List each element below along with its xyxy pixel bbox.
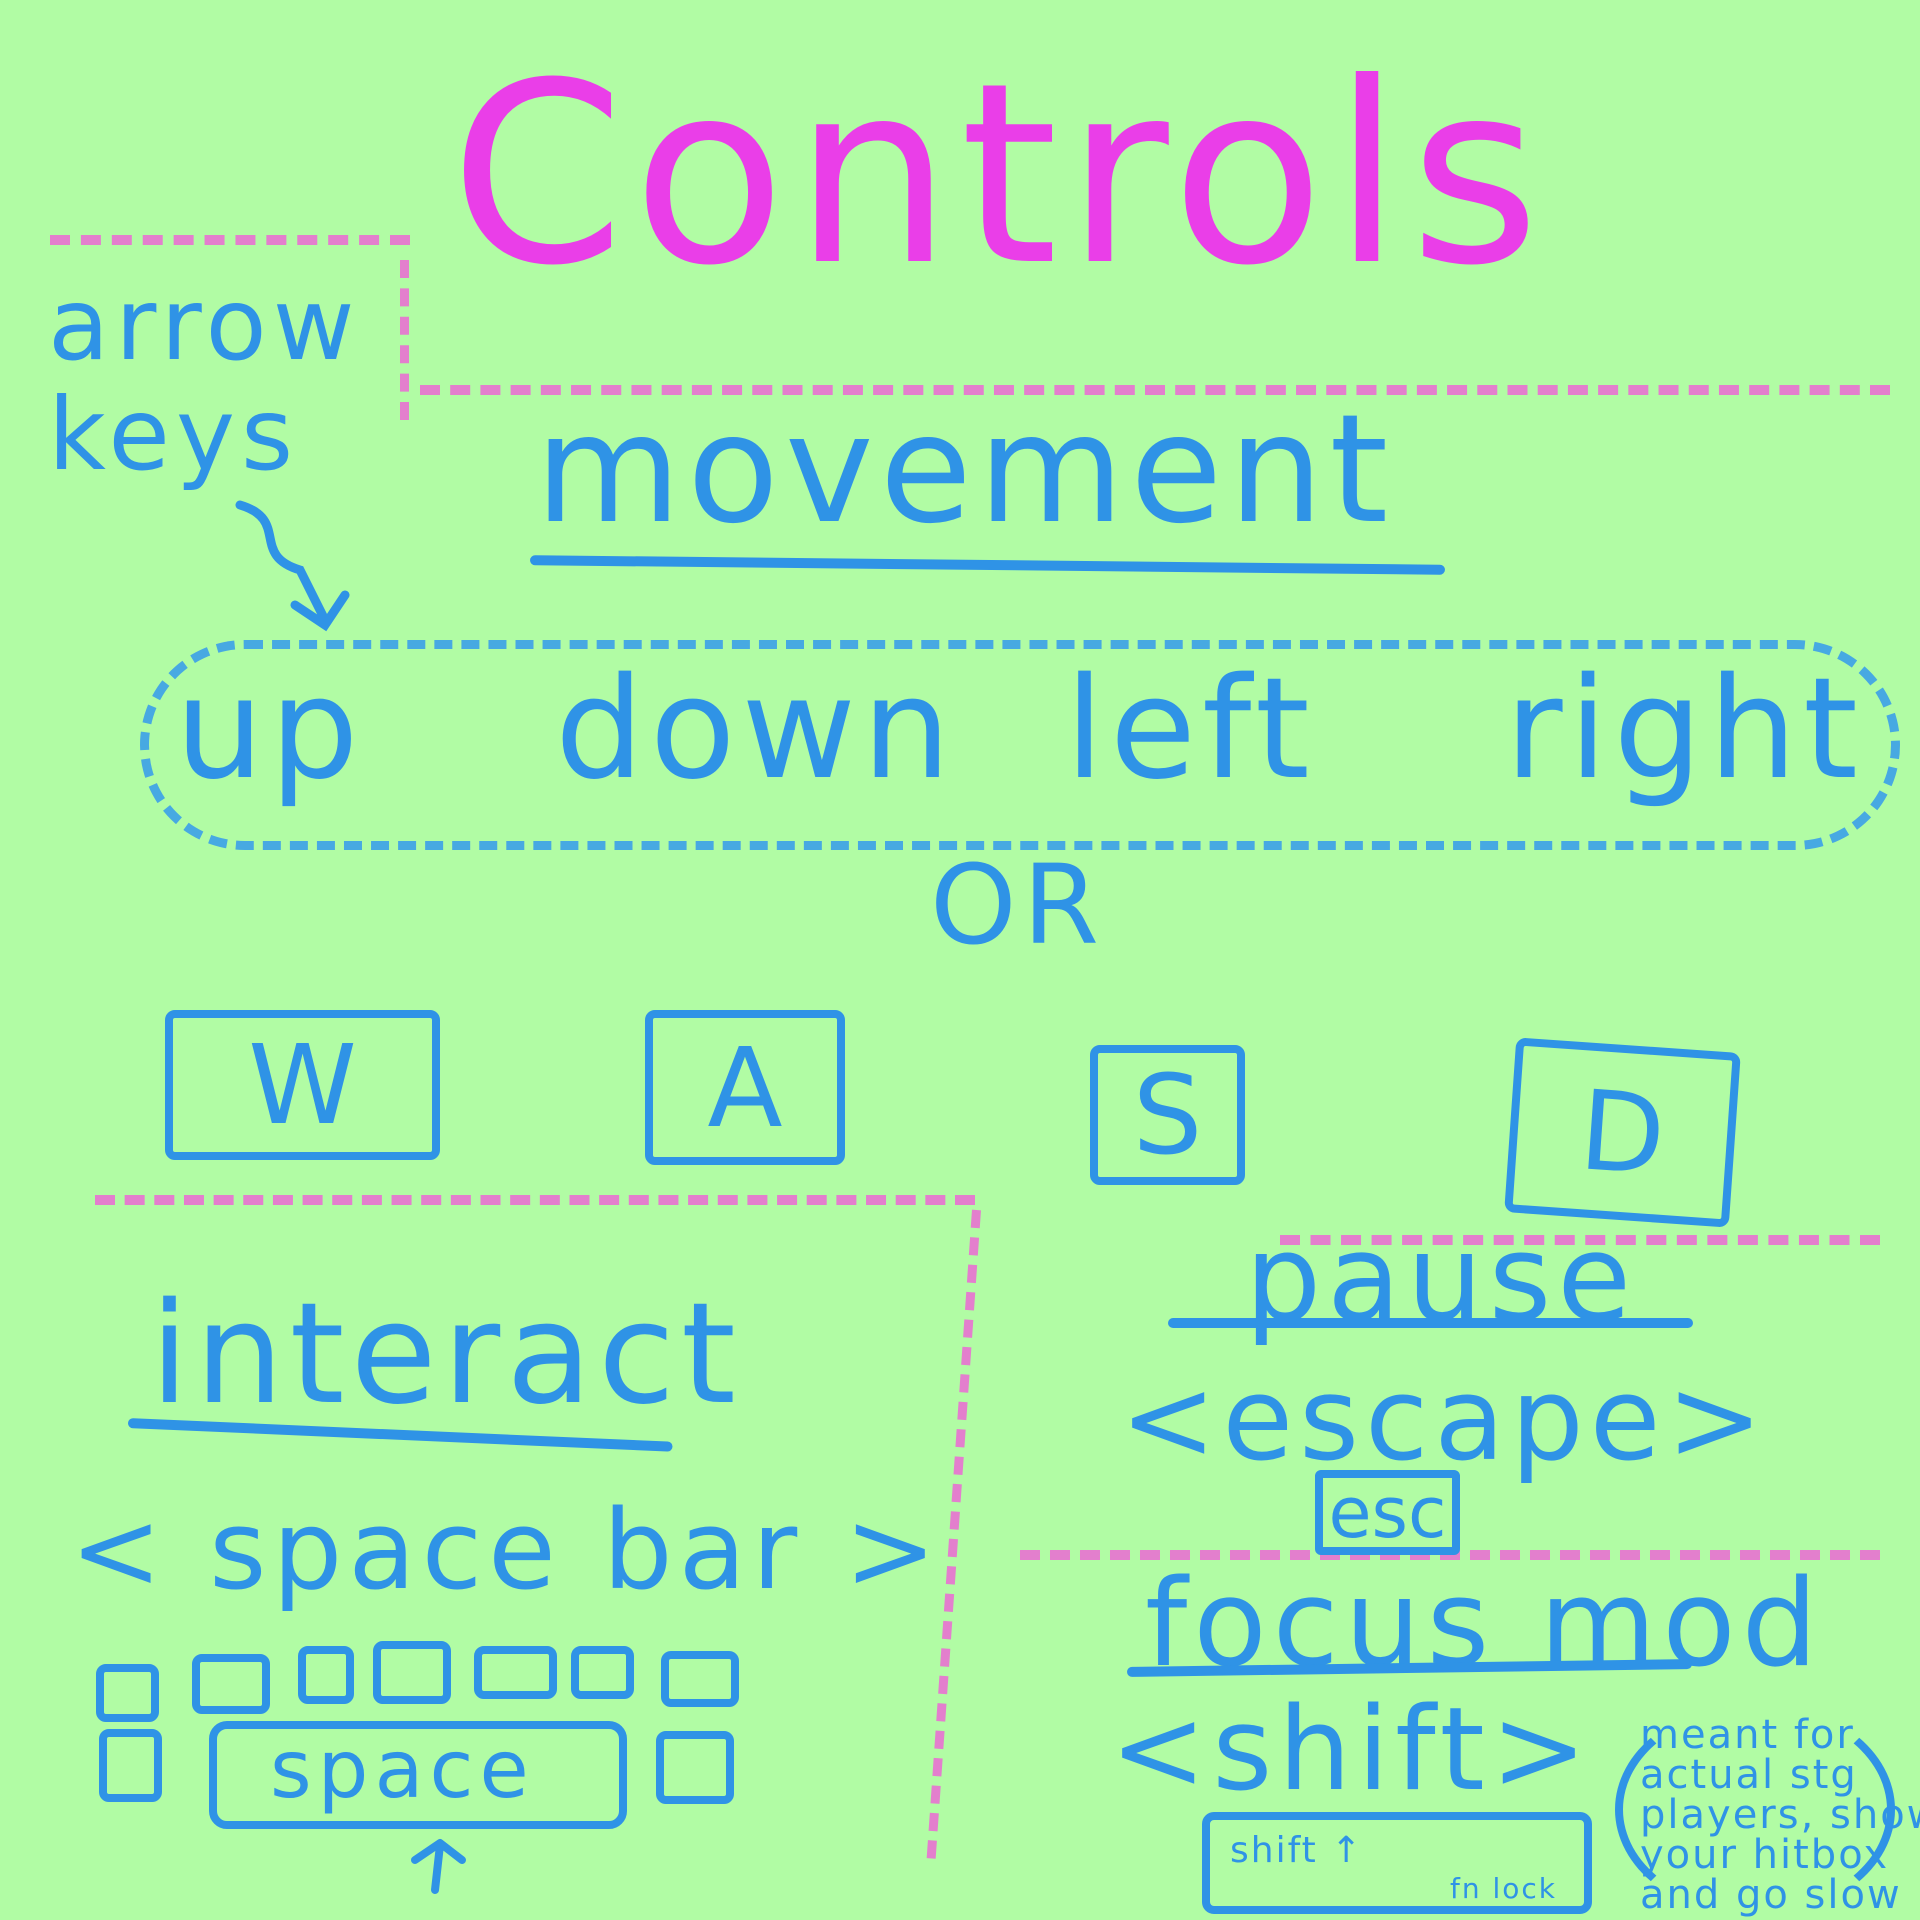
focus-note-bracket [1615, 1702, 1895, 1917]
fn-lock-text: fn lock [1450, 1872, 1558, 1905]
interact-key-label: < space bar > [70, 1486, 943, 1614]
focus-note-line-3: players, shows [1640, 1792, 1920, 1838]
divider-right-upper [1280, 1235, 1880, 1245]
divider-under-wasd [95, 1195, 975, 1205]
arrow-keys-label: arrow keys [48, 270, 361, 490]
direction-right: right [1505, 648, 1864, 811]
or-label: OR [930, 841, 1106, 969]
focus-note-line-5: and go slow [1640, 1872, 1902, 1918]
focus-note: meant for actual stg players, shows your… [1640, 1715, 1920, 1915]
shift-key-text: shift ↑ [1230, 1830, 1364, 1871]
focus-note-line-1: meant for [1640, 1712, 1855, 1758]
esc-key: esc [1315, 1470, 1460, 1555]
key-w: W [165, 1010, 440, 1160]
direction-left: left [1065, 648, 1316, 811]
directions-group [140, 640, 1900, 850]
direction-up: up [175, 648, 365, 811]
pause-key-label: <escape> [1120, 1353, 1769, 1487]
space-key-text: space [270, 1723, 535, 1816]
interact-heading: interact [150, 1273, 742, 1436]
key-a: A [645, 1010, 845, 1165]
pause-underline [1168, 1318, 1693, 1328]
divider-arrow-keys [400, 260, 409, 420]
page-title: Controls [450, 29, 1548, 320]
divider-top-left [50, 235, 410, 245]
focus-note-line-2: actual stg [1640, 1752, 1858, 1798]
arrow-keys-line-2: keys [48, 376, 300, 493]
movement-heading: movement [535, 383, 1395, 557]
divider-right-lower [1020, 1550, 1880, 1560]
key-s: S [1090, 1045, 1245, 1185]
focus-note-line-4: your hitbox [1640, 1832, 1890, 1878]
direction-down: down [555, 648, 957, 811]
arrow-keys-line-1: arrow [48, 266, 361, 383]
divider-under-title [420, 385, 1890, 395]
focus-key-label: <shift> [1110, 1683, 1594, 1817]
shift-key: shift ↑ fn lock [1202, 1812, 1592, 1914]
